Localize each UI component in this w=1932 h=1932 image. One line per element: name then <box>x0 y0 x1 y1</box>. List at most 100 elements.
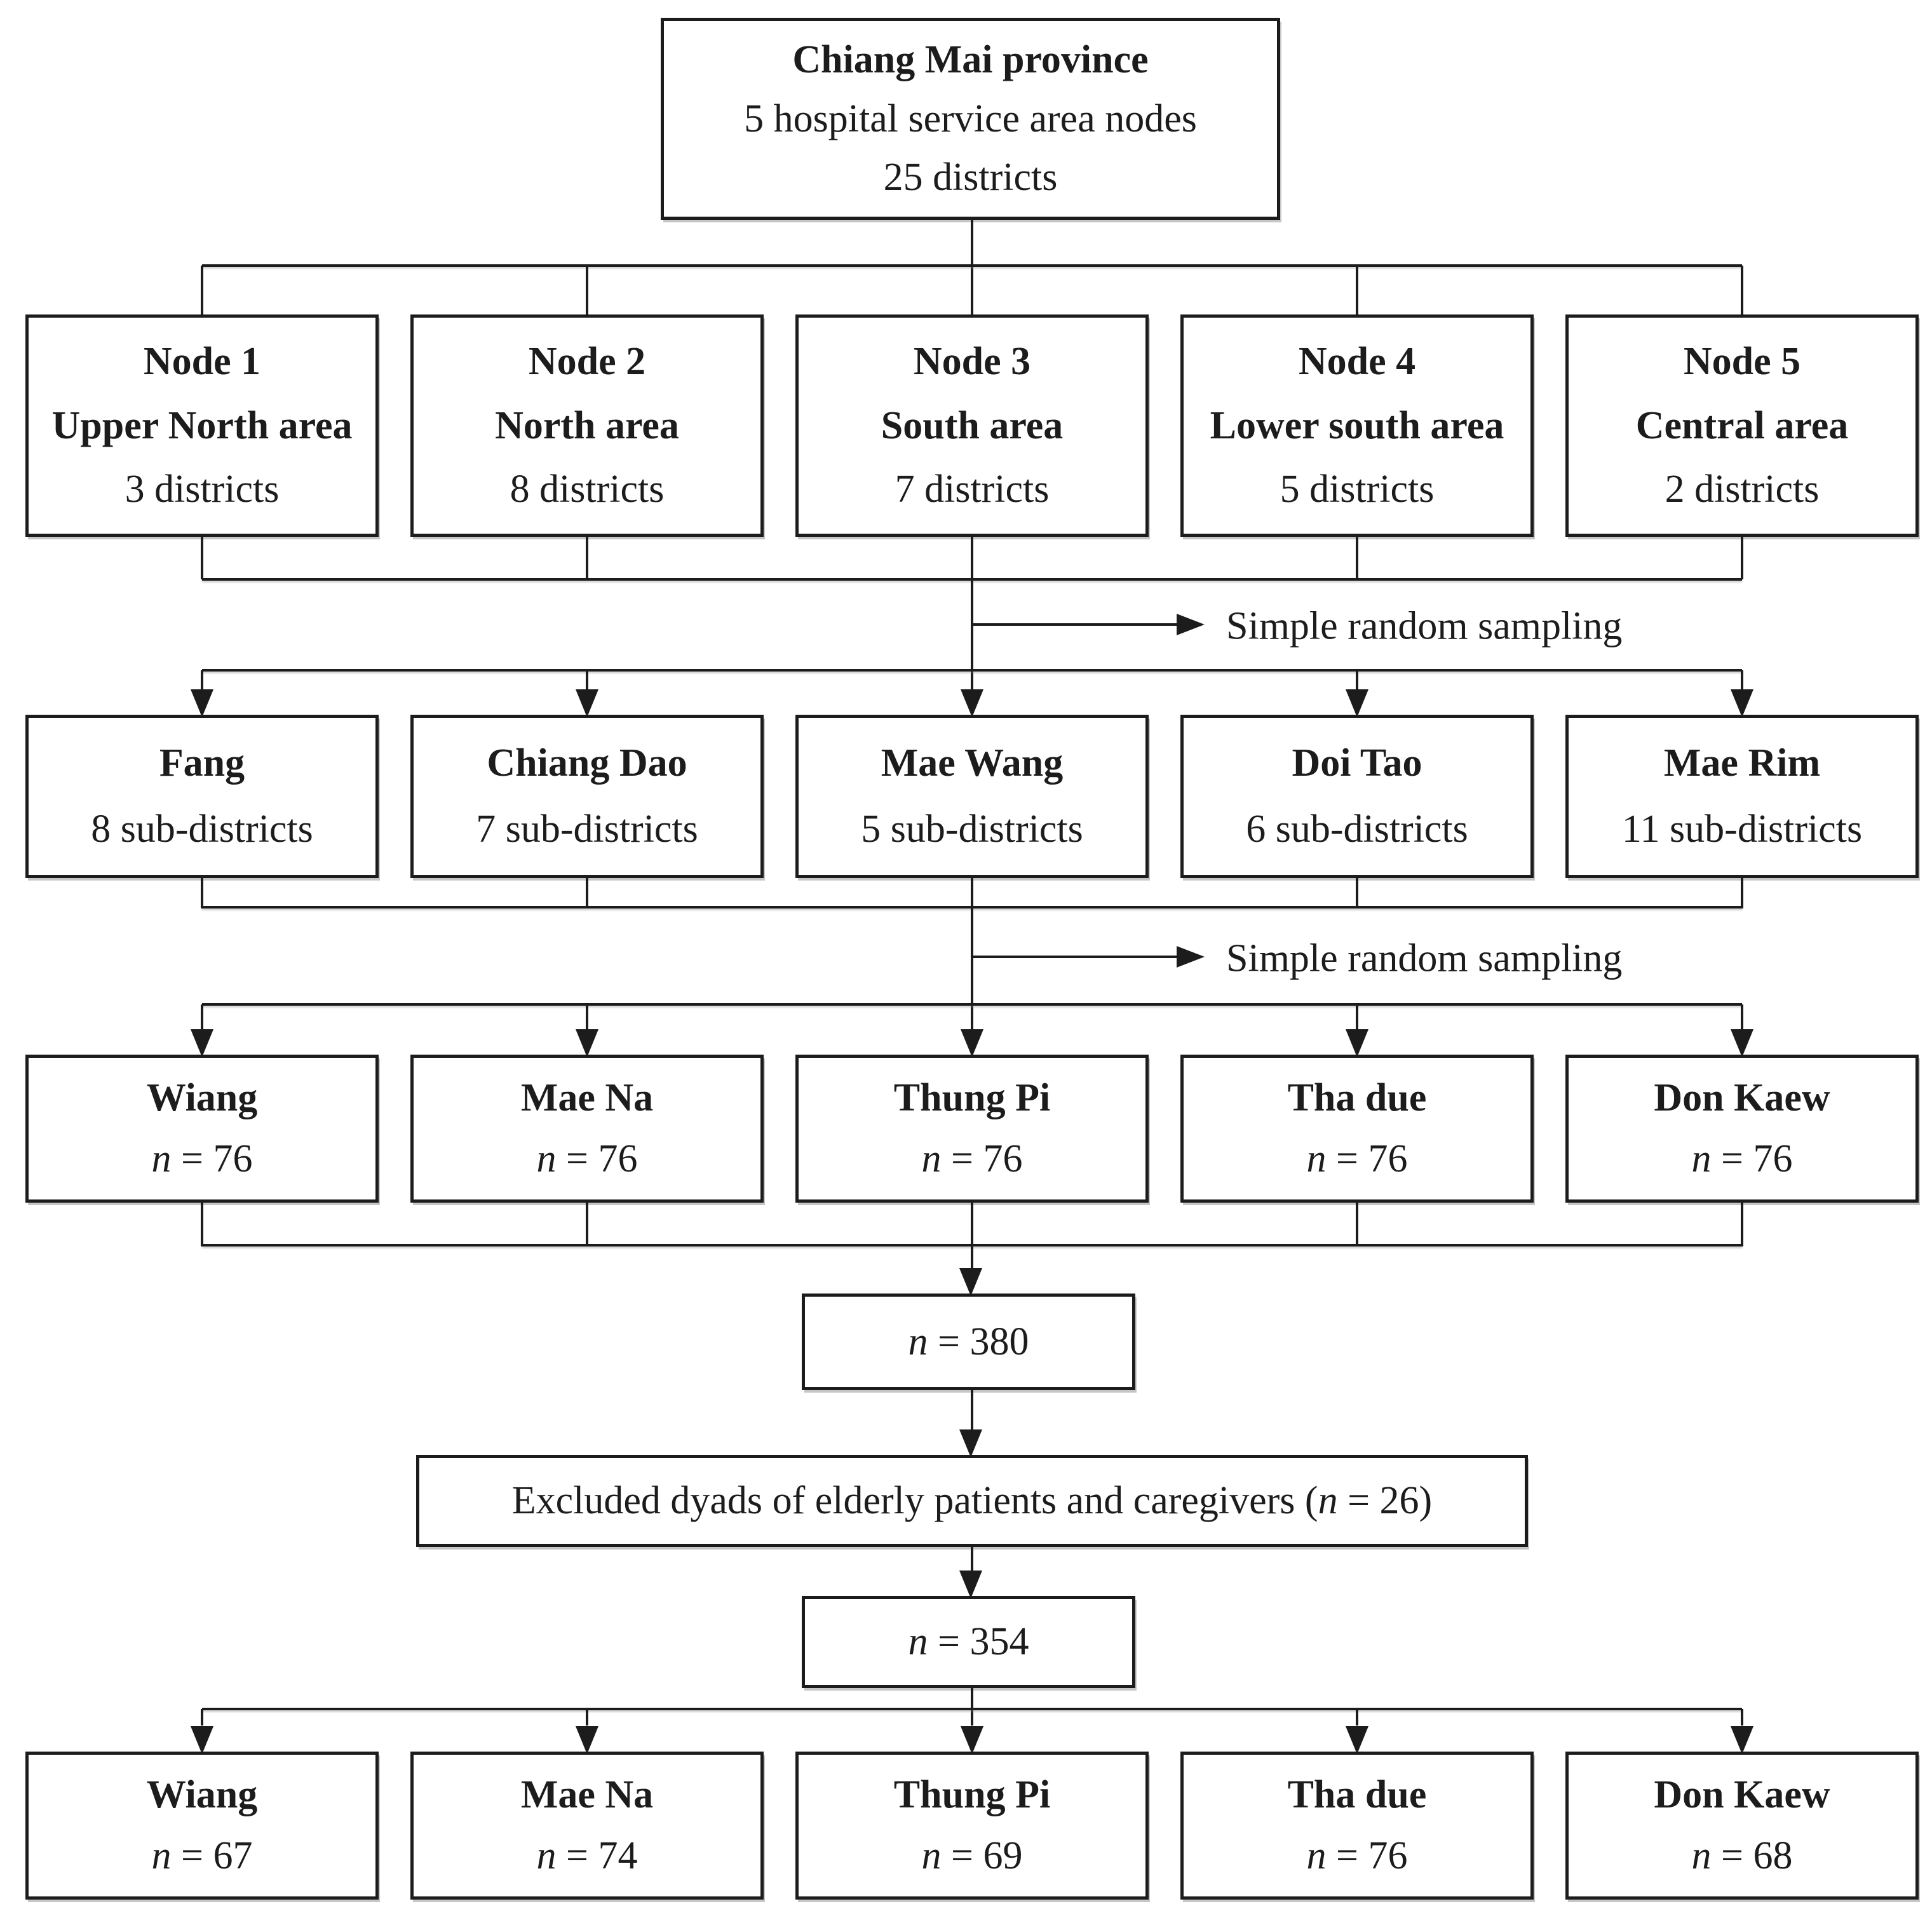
connector-line <box>971 878 973 909</box>
subdistrict-name: Wiang <box>146 1076 258 1120</box>
connector-line <box>1741 1709 1743 1726</box>
down-arrowhead-icon <box>1346 1029 1368 1057</box>
district-detail: 6 sub-districts <box>1246 807 1468 851</box>
connector-line <box>586 266 588 314</box>
connector-line <box>586 1709 588 1726</box>
subdistrict-name: Mae Na <box>520 1773 654 1817</box>
down-arrowhead-icon <box>961 1029 983 1057</box>
doi-tao-box: Doi Tao 6 sub-districts <box>1180 715 1534 878</box>
district-name: Fang <box>159 741 245 785</box>
subdistrict-name: Tha due <box>1287 1076 1427 1120</box>
node-5-box: Node 5 Central area 2 districts <box>1565 314 1919 537</box>
node-title: Node 3 <box>913 339 1031 383</box>
final-sample-size: n = 74 <box>536 1834 638 1877</box>
final-sample-size: n = 68 <box>1691 1834 1793 1877</box>
distributor-line-3 <box>202 1003 1742 1006</box>
down-arrowhead-icon <box>191 689 213 717</box>
sampling-arrow-line-2 <box>972 956 1177 958</box>
province-nodes-text: 5 hospital service area nodes <box>744 97 1197 140</box>
connector-line <box>1741 670 1743 691</box>
connector-line <box>201 670 203 691</box>
district-name: Doi Tao <box>1292 741 1422 785</box>
subdistrict-name: Tha due <box>1287 1773 1427 1817</box>
down-arrowhead-icon <box>576 1029 598 1057</box>
node-districts: 3 districts <box>125 468 280 511</box>
connector-line <box>1741 266 1743 314</box>
connector-line <box>201 537 203 579</box>
down-arrowhead-icon <box>1731 1726 1753 1754</box>
connector-line <box>586 878 588 909</box>
mae-na-final-box: Mae Na n = 74 <box>410 1752 764 1900</box>
subdistrict-name: Don Kaew <box>1654 1773 1830 1817</box>
node-1-box: Node 1 Upper North area 3 districts <box>25 314 379 537</box>
district-detail: 11 sub-districts <box>1621 807 1863 851</box>
connector-line <box>1741 1004 1743 1030</box>
connector-line <box>1356 266 1358 314</box>
connector-line <box>586 537 588 579</box>
thung-pi-final-box: Thung Pi n = 69 <box>795 1752 1149 1900</box>
tha-due-final-box: Tha due n = 76 <box>1180 1752 1534 1900</box>
sampling-arrow-line-1 <box>972 623 1177 626</box>
wiang-final-box: Wiang n = 67 <box>25 1752 379 1900</box>
connector-line <box>1356 878 1358 909</box>
connector-line <box>586 1203 588 1246</box>
district-detail: 5 sub-districts <box>861 807 1083 851</box>
connector-line <box>971 1203 973 1246</box>
connector-line <box>971 220 973 314</box>
connector-line <box>1356 670 1358 691</box>
down-arrowhead-icon <box>959 1429 982 1457</box>
node-area: Upper North area <box>51 403 353 447</box>
connector-line <box>971 907 973 1029</box>
down-arrowhead-icon <box>576 1726 598 1754</box>
connector-line <box>1741 1203 1743 1246</box>
down-arrowhead-icon <box>959 1268 982 1296</box>
sample-size: n = 76 <box>921 1137 1023 1180</box>
mae-na-sample-box: Mae Na n = 76 <box>410 1055 764 1203</box>
subdistrict-name: Wiang <box>146 1773 258 1817</box>
tha-due-sample-box: Tha due n = 76 <box>1180 1055 1534 1203</box>
connector-line <box>971 1688 973 1726</box>
mae-rim-box: Mae Rim 11 sub-districts <box>1565 715 1919 878</box>
excluded-box: Excluded dyads of elderly patients and c… <box>416 1455 1528 1547</box>
retained-value: n = 354 <box>908 1620 1029 1663</box>
connector-line <box>971 1390 973 1429</box>
district-name: Mae Wang <box>881 741 1064 785</box>
district-detail: 7 sub-districts <box>476 807 698 851</box>
sample-size: n = 76 <box>1306 1137 1408 1180</box>
connector-line <box>971 537 973 579</box>
connector-line <box>586 670 588 691</box>
node-area: South area <box>881 403 1064 447</box>
node-2-box: Node 2 North area 8 districts <box>410 314 764 537</box>
province-box: Chiang Mai province 5 hospital service a… <box>661 18 1280 220</box>
down-arrowhead-icon <box>1346 689 1368 717</box>
node-title: Node 1 <box>143 339 261 383</box>
connector-line <box>1741 878 1743 909</box>
sample-size: n = 76 <box>536 1137 638 1180</box>
node-districts: 7 districts <box>895 468 1050 511</box>
connector-line <box>971 579 973 691</box>
connector-line <box>201 266 203 314</box>
wiang-sample-box: Wiang n = 76 <box>25 1055 379 1203</box>
node-4-box: Node 4 Lower south area 5 districts <box>1180 314 1534 537</box>
down-arrowhead-icon <box>1346 1726 1368 1754</box>
right-arrowhead-icon <box>1177 946 1205 968</box>
down-arrowhead-icon <box>961 689 983 717</box>
down-arrowhead-icon <box>1731 1029 1753 1057</box>
connector-line <box>201 878 203 909</box>
connector-line <box>1356 1709 1358 1726</box>
district-name: Chiang Dao <box>487 741 687 785</box>
province-districts-text: 25 districts <box>883 156 1058 199</box>
final-sample-size: n = 69 <box>921 1834 1023 1877</box>
sample-size: n = 76 <box>1691 1137 1793 1180</box>
down-arrowhead-icon <box>191 1029 213 1057</box>
connector-line <box>1356 537 1358 579</box>
node-area: North area <box>495 403 679 447</box>
node-districts: 5 districts <box>1280 468 1435 511</box>
final-sample-size: n = 67 <box>151 1834 253 1877</box>
sampling-label-2: Simple random sampling <box>1226 936 1623 980</box>
don-kaew-final-box: Don Kaew n = 68 <box>1565 1752 1919 1900</box>
subdistrict-name: Mae Na <box>520 1076 654 1120</box>
connector-line <box>201 1709 203 1726</box>
connector-line <box>1356 1004 1358 1030</box>
